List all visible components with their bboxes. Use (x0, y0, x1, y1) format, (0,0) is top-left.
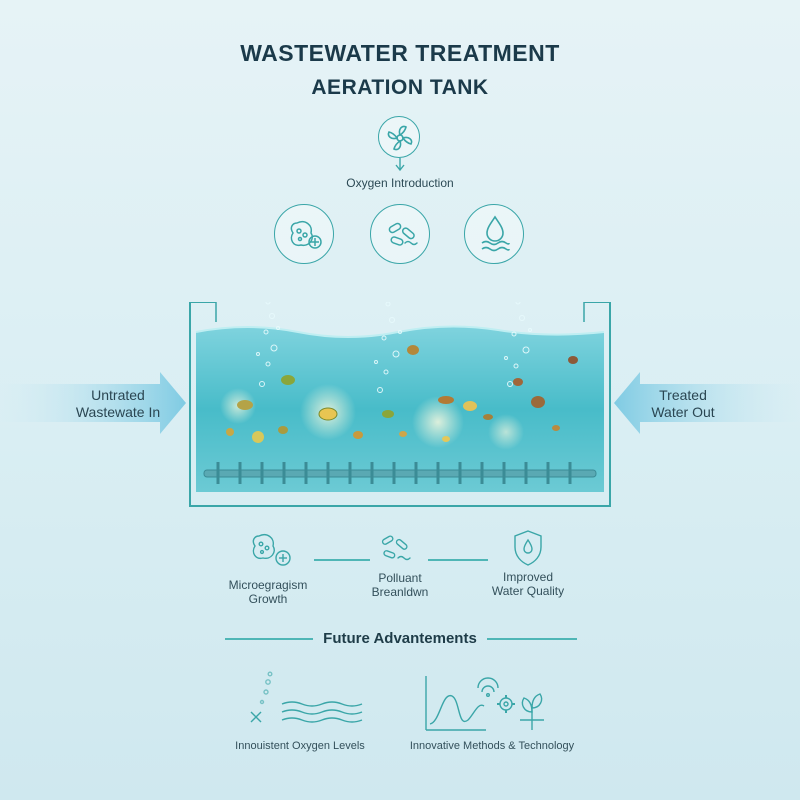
step-connector-2 (428, 559, 488, 561)
tech-graph-icon (425, 676, 544, 731)
step-1-line-1: Microegragism (228, 578, 308, 592)
section-divider-left (225, 638, 313, 640)
inflow-arrow (0, 372, 186, 434)
inflow-label-line-1: Untrated (91, 387, 145, 403)
outflow-arrow (614, 372, 800, 434)
bacteria-icon (370, 204, 430, 264)
step-2-line-1: Polluant (378, 571, 422, 585)
down-arrow-icon (395, 158, 405, 172)
step-2-line-2: Breanldwn (371, 585, 429, 599)
future-item-2-label: Innovative Methods & Technology (409, 740, 575, 752)
step-connector-1 (314, 559, 370, 561)
microorganism-icon (252, 534, 291, 566)
outflow-label-line-2: Water Out (651, 404, 715, 420)
shield-drop-icon (514, 530, 542, 566)
water-drop-icon (464, 204, 524, 264)
title-line-1: WASTEWATER TREATMENT (240, 40, 560, 66)
future-title: Future Advantements (323, 630, 477, 647)
step-1-line-2: Growth (248, 592, 288, 606)
title-line-2: AERATION TANK (311, 76, 489, 99)
section-divider-right (487, 638, 577, 640)
inflow-label-line-2: Wastewate In (75, 404, 161, 420)
fan-icon (378, 116, 420, 158)
step-label-growth: Microegragism Growth (208, 578, 328, 606)
outflow-label: Treated Water Out (618, 387, 748, 421)
step-3-line-1: Improved (502, 570, 554, 584)
step-3-line-2: Water Quality (491, 584, 565, 598)
outflow-label-line-1: Treated (659, 387, 707, 403)
step-label-quality: Improved Water Quality (468, 570, 588, 598)
microorganism-icon (274, 204, 334, 264)
future-item-1-label: Innouistent Oxygen Levels (235, 740, 365, 752)
inflow-label: Untrated Wastewate In (48, 387, 188, 421)
oxygen-waves-icon (250, 671, 363, 723)
aeration-tank (189, 302, 611, 507)
oxygen-introduction-label: Oxygen Introduction (346, 176, 454, 190)
step-label-breakdown: Polluant Breanldwn (340, 571, 460, 599)
bacteria-icon (381, 535, 411, 561)
